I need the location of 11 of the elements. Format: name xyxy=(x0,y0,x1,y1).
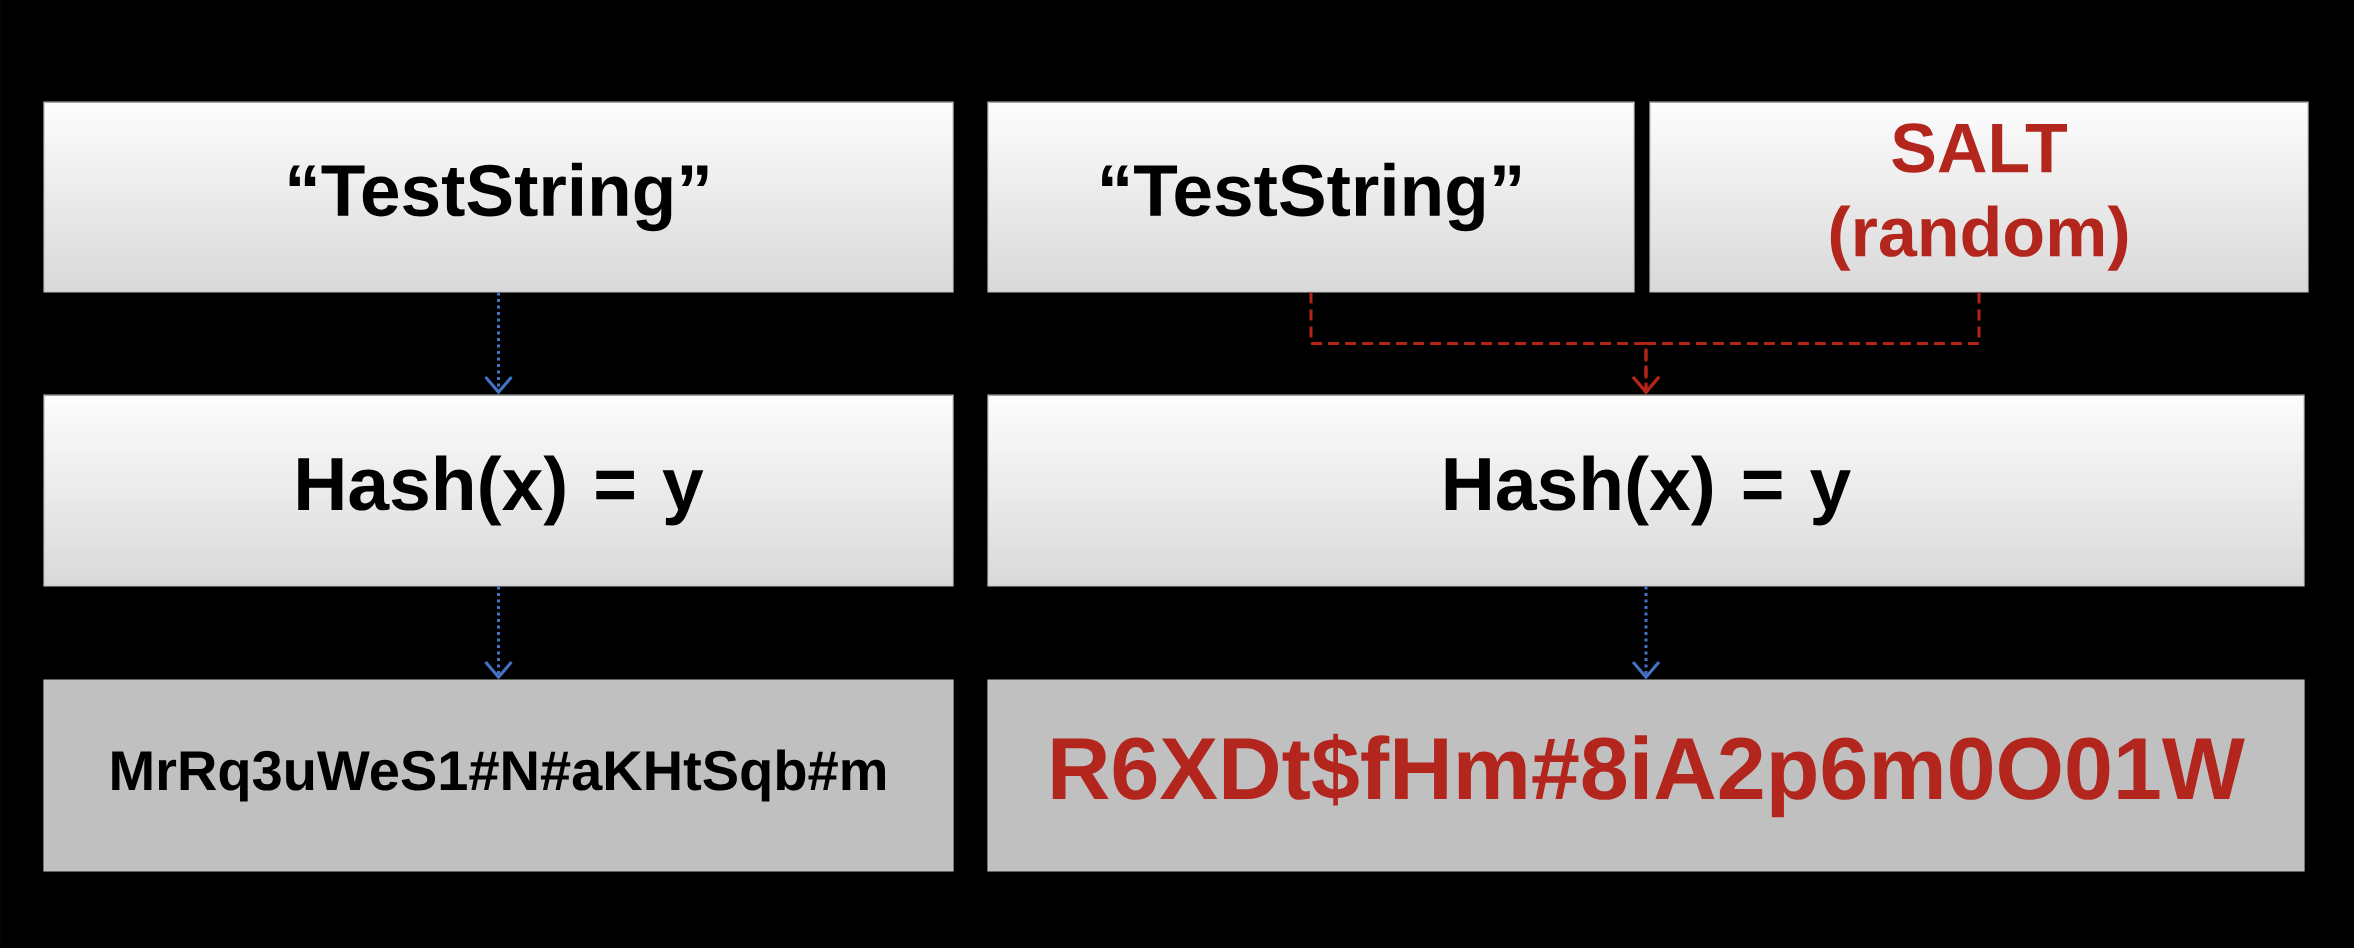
salt-box: SALT (random) xyxy=(1649,101,2309,293)
hash-output-box: MrRq3uWeS1#N#aKHtSqb#m xyxy=(43,679,954,872)
arrow xyxy=(484,292,513,395)
input-box: “TestString” xyxy=(987,101,1635,293)
arrow xyxy=(1631,586,1661,680)
arrow xyxy=(1631,292,1981,395)
input-box: “TestString” xyxy=(43,101,954,293)
hash-function-box: Hash(x) = y xyxy=(43,394,954,587)
arrow xyxy=(484,586,513,680)
hash-output-box: R6XDt$fHm#8iA2p6m0O01W xyxy=(987,679,2305,872)
hash-function-box: Hash(x) = y xyxy=(987,394,2305,587)
